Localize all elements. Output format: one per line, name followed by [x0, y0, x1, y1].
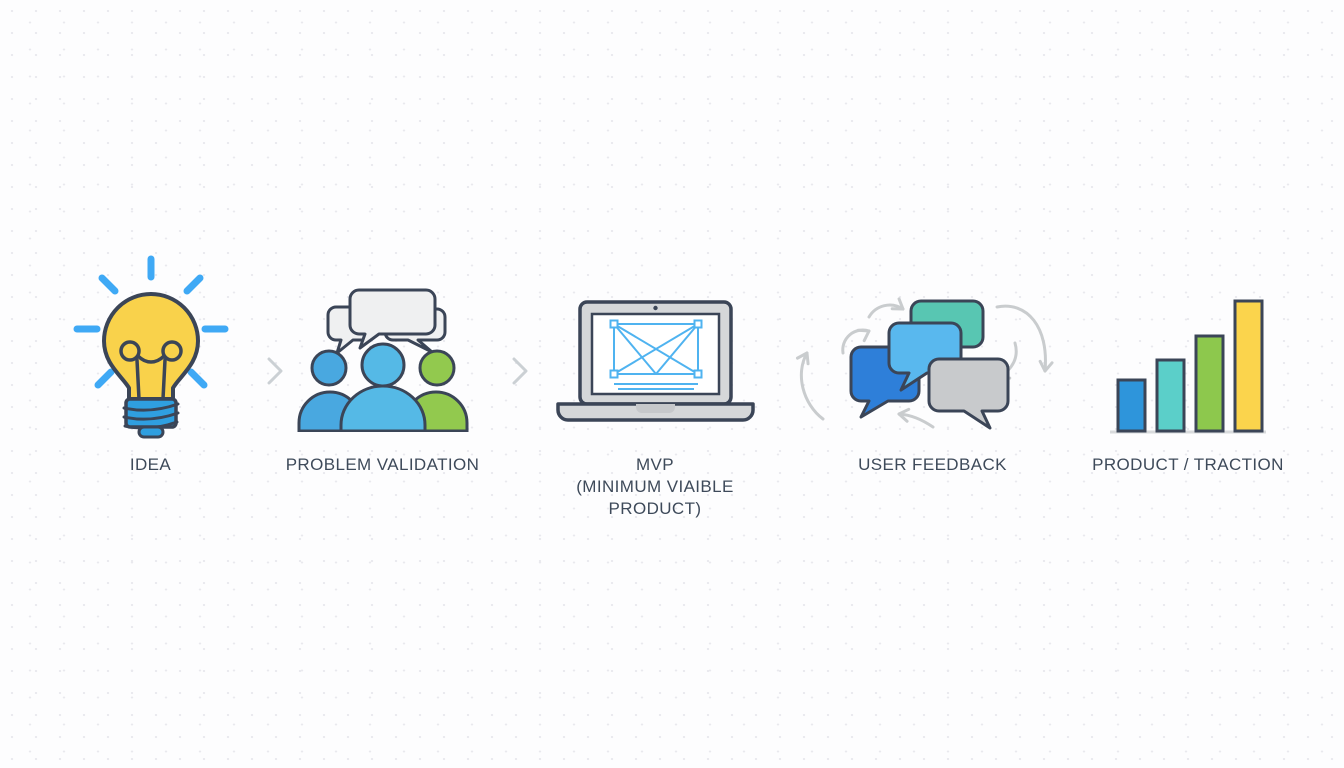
growth-bar-chart-icon	[1110, 299, 1266, 434]
people-group	[297, 342, 468, 432]
mvp-icon-box	[548, 250, 763, 446]
stage-mvp: MVP (MINIMUM VIAIBLE PRODUCT)	[530, 250, 780, 520]
stage-product-traction: PRODUCT / TRACTION	[1078, 250, 1298, 476]
bulb-glass	[101, 292, 200, 401]
bar-2	[1155, 358, 1186, 433]
light-rays	[73, 255, 228, 389]
bar-3	[1194, 334, 1225, 433]
idea-icon-box	[66, 250, 236, 446]
stage-idea: IDEA	[58, 250, 243, 476]
laptop-camera-dot	[652, 305, 658, 311]
chevron-right-icon	[512, 357, 528, 385]
chat-bubbles-cycle-icon	[795, 297, 1054, 430]
people-discussion-icon	[297, 288, 468, 432]
wireframe-corner-handles	[609, 319, 702, 379]
laptop-base-notch	[635, 404, 675, 413]
speech-bubbles	[326, 288, 446, 355]
bar-1	[1116, 378, 1147, 433]
stage-label-idea: IDEA	[129, 455, 172, 474]
bar-4	[1233, 299, 1264, 433]
stage-label-problem-validation: PROBLEM VALIDATION	[285, 455, 480, 474]
chat-bubble-light-blue	[887, 321, 962, 392]
stage-problem-validation: PROBLEM VALIDATION	[275, 250, 490, 476]
chat-bubble-gray	[927, 357, 1009, 430]
person-center-body	[339, 384, 426, 432]
stage-label-user-feedback: USER FEEDBACK	[858, 455, 1007, 474]
bulb-bottom-cap	[137, 425, 164, 439]
person-right-head	[418, 349, 455, 387]
growth-bars	[1116, 299, 1264, 433]
bulb-filament	[118, 340, 183, 401]
wireframe-sketch	[612, 323, 699, 390]
cycle-arrows	[795, 297, 1054, 429]
person-center-head	[360, 342, 405, 388]
user-feedback-icon-box	[793, 250, 1073, 446]
lightbulb-icon	[73, 255, 228, 439]
problem-validation-icon-box	[293, 250, 473, 446]
product-traction-icon-box	[1108, 250, 1268, 446]
stage-label-product-traction: PRODUCT / TRACTION	[1092, 455, 1284, 474]
laptop-wireframe-icon	[555, 300, 755, 422]
bulb-screw-base	[123, 397, 178, 429]
stage-user-feedback: USER FEEDBACK	[795, 250, 1070, 476]
feedback-bubbles	[849, 299, 1009, 430]
chevron-right-icon	[267, 357, 283, 385]
person-left-head	[310, 349, 347, 387]
stage-label-mvp: MVP (MINIMUM VIAIBLE PRODUCT)	[576, 455, 734, 518]
